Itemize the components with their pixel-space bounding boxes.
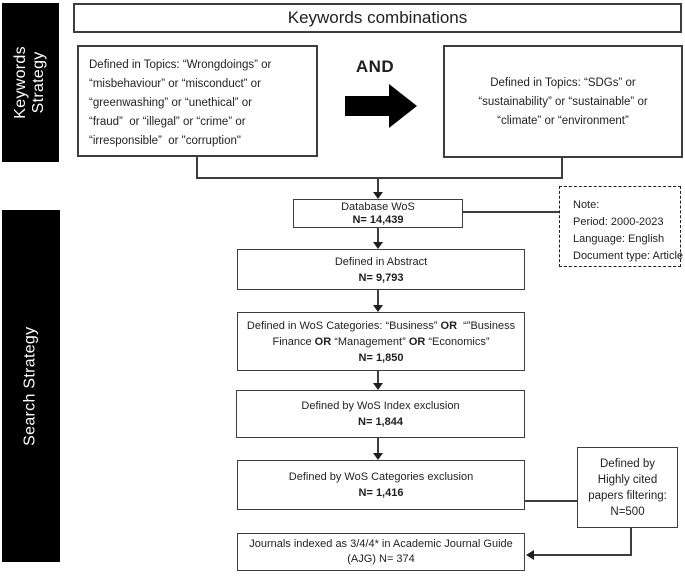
search-strategy-label: Search Strategy [21, 326, 39, 446]
keywords-line: Defined in Topics: “SDGs” or [490, 77, 636, 89]
keywords-line: Defined in Topics: “Wrongdoings” or [89, 59, 272, 71]
connector-line [196, 157, 198, 178]
header-box: Keywords combinations [73, 3, 682, 33]
note-line: Note: [573, 199, 600, 211]
box-count: N=500 [610, 505, 645, 518]
box-label: Journals indexed as 3/4/4* in Academic J… [249, 538, 513, 550]
arrow-down-icon [373, 383, 383, 390]
keywords-line: “climate” or “environment” [497, 115, 629, 127]
connector-line [377, 179, 379, 193]
arrow-left-icon [526, 550, 534, 560]
keywords-line: “fraud” or “illegal” or “crime” or [89, 116, 246, 128]
header-title: Keywords combinations [287, 8, 468, 27]
arrow-down-icon [373, 305, 383, 312]
box-count: N= 1,850 [358, 351, 404, 364]
keywords-strategy-label: Keywords Strategy [12, 46, 48, 119]
note-line: Language: English [573, 233, 665, 245]
box-label: Defined in Abstract [334, 255, 428, 268]
box-label: Defined in WoS Categories: “Business” OR… [246, 319, 516, 332]
arrow-down-icon [373, 242, 383, 249]
arrow-down-icon [373, 453, 383, 460]
box-label: Defined by WoS Index exclusion [301, 400, 460, 412]
box-count: N= 9,793 [358, 271, 404, 284]
note-line: Document type: Article [573, 250, 684, 262]
box-label: papers filtering: [588, 489, 667, 502]
keywords-line: “greenwashing” or “unethical” or [89, 97, 252, 109]
keywords-line: “misbehaviour” or “misconduct” or [89, 78, 261, 90]
and-operator-label: AND [355, 57, 395, 76]
note-line: Period: 2000-2023 [573, 216, 664, 228]
box-label: Defined by [600, 457, 655, 470]
box-label: Highly cited [597, 473, 658, 486]
box-label: Database WoS [341, 200, 415, 213]
and-arrow-icon [345, 84, 417, 128]
box-count: N= 1,844 [358, 416, 403, 428]
box-count: (AJG) N= 374 [347, 553, 415, 565]
connector-line [377, 438, 379, 454]
wos-categories-box: Defined in WoS Categories: “Business” OR… [237, 312, 525, 371]
connector-line [533, 554, 632, 556]
journals-ajg-box: Journals indexed as 3/4/4* in Academic J… [237, 533, 525, 571]
keywords-strategy-side-bar: Keywords Strategy [2, 3, 59, 162]
box-count: N= 1,416 [358, 487, 404, 499]
box-count: N= 14,439 [352, 213, 404, 226]
keywords-line: “irresponsible” or "corruption" [89, 135, 241, 147]
connector-line [525, 500, 577, 502]
connector-line [377, 228, 379, 243]
box-label: Defined by WoS Categories exclusion [288, 471, 474, 483]
keywords-line: “sustainability” or “sustainable” or [478, 96, 648, 108]
abstract-box: Defined in Abstract N= 9,793 [237, 249, 525, 290]
connector-line [463, 211, 559, 213]
highly-cited-box: Defined by Highly cited papers filtering… [577, 447, 678, 528]
connector-line [377, 371, 379, 384]
wrongdoing-keywords-box: Defined in Topics: “Wrongdoings” or “mis… [77, 45, 318, 157]
search-strategy-side-bar: Search Strategy [2, 210, 60, 562]
database-wos-box: Database WoS N= 14,439 [293, 199, 463, 228]
box-label: Finance OR “Management” OR “Economics” [272, 335, 490, 348]
arrow-down-icon [373, 192, 383, 199]
sustainability-keywords-box: Defined in Topics: “SDGs” or “sustainabi… [443, 45, 683, 158]
note-box: Note: Period: 2000-2023 Language: Englis… [559, 186, 684, 267]
connector-line [630, 528, 632, 555]
wos-index-exclusion-box: Defined by WoS Index exclusion N= 1,844 [236, 390, 525, 438]
connector-line [196, 177, 563, 179]
connector-line [561, 158, 563, 178]
wos-categories-exclusion-box: Defined by WoS Categories exclusion N= 1… [237, 460, 525, 510]
connector-line [377, 290, 379, 306]
